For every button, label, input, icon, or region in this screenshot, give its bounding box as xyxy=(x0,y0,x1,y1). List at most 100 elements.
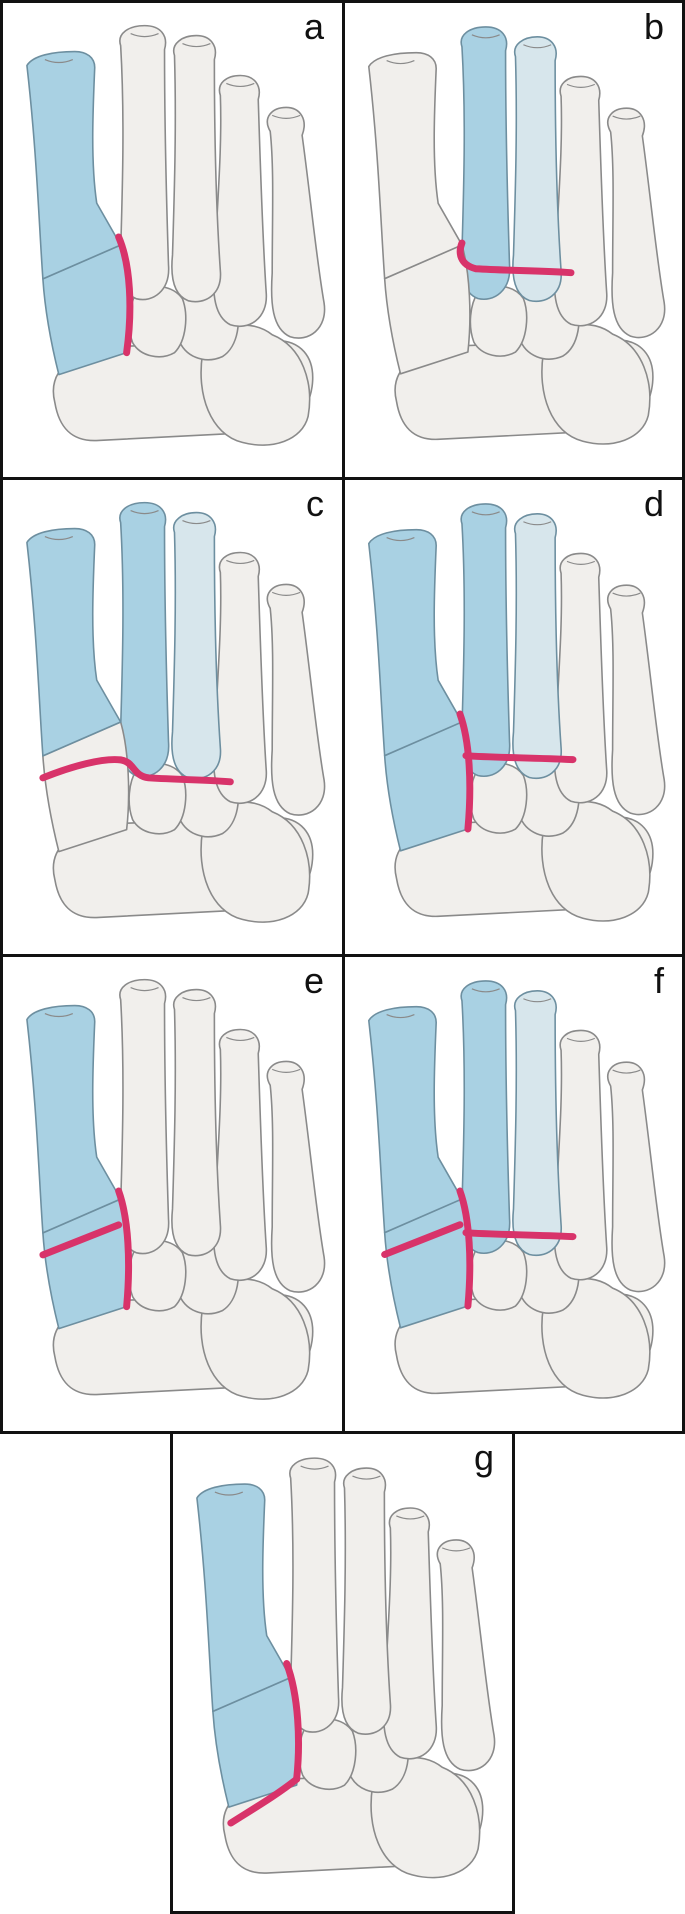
incision-line xyxy=(456,1187,474,1310)
first-metatarsal-bone xyxy=(196,1483,292,1713)
foot-diagram xyxy=(26,501,326,923)
medial-cuneiform-bone xyxy=(42,721,130,853)
second-metatarsal-bone xyxy=(119,978,170,1255)
bone-head-contour xyxy=(130,510,159,515)
bone-head-contour xyxy=(396,1515,425,1520)
fourth-metatarsal-bone xyxy=(212,551,268,804)
fourth-metatarsal-bone xyxy=(212,1028,268,1281)
fourth-metatarsal-bone xyxy=(553,75,608,327)
foot-diagram xyxy=(367,503,666,922)
panel-label: e xyxy=(303,960,324,1001)
bone-head-contour xyxy=(612,115,641,120)
lateral-tarsal-bone xyxy=(200,801,311,923)
bone-head-contour xyxy=(471,511,500,516)
incision-line xyxy=(381,1221,464,1258)
panel-b: b xyxy=(342,0,685,480)
third-metatarsal-bone xyxy=(512,513,562,780)
foot-diagram xyxy=(196,1457,496,1879)
bone-head-contour xyxy=(386,1014,415,1019)
third-metatarsal-bone xyxy=(171,988,222,1257)
bone-head-contour xyxy=(226,559,255,565)
bone-head-contour xyxy=(471,988,500,993)
second-metatarsal-bone xyxy=(119,501,170,778)
first-metatarsal-bone xyxy=(367,1005,463,1234)
panel-c: c xyxy=(0,477,345,957)
bone-head-contour xyxy=(352,1475,381,1480)
bone-head-contour xyxy=(271,591,301,596)
second-metatarsal-bone xyxy=(460,980,511,1255)
third-metatarsal-bone xyxy=(171,34,222,303)
panel-e: e xyxy=(0,954,345,1434)
bone-head-contour xyxy=(271,114,301,119)
second-metatarsal-bone xyxy=(460,26,511,301)
fourth-metatarsal-bone xyxy=(553,552,608,804)
bone-head-contour xyxy=(566,83,596,88)
fourth-metatarsal-bone xyxy=(382,1507,438,1760)
first-metatarsal-bone xyxy=(26,1004,122,1234)
incision-line xyxy=(462,1229,577,1241)
fifth-metatarsal-bone xyxy=(607,584,666,816)
intermediate-cuneiform-bone xyxy=(469,285,528,357)
bone-head-contour xyxy=(44,535,74,541)
bone-head-contour xyxy=(226,82,255,88)
panel-label: f xyxy=(653,960,664,1001)
second-metatarsal-bone xyxy=(289,1457,340,1733)
lateral-tarsal-bone xyxy=(541,323,651,445)
incision-line xyxy=(39,756,234,786)
panel-label: g xyxy=(473,1437,494,1478)
bone-head-contour xyxy=(44,1012,74,1018)
first-metatarsal-bone xyxy=(26,527,122,757)
foot-diagram xyxy=(26,24,326,446)
fourth-metatarsal-bone xyxy=(212,74,268,327)
second-metatarsal-bone xyxy=(119,24,170,301)
incision-line xyxy=(39,1221,123,1259)
bone-head-contour xyxy=(566,560,596,565)
fifth-metatarsal-bone xyxy=(607,107,666,339)
bone-head-contour xyxy=(612,592,641,597)
bone-head-contour xyxy=(214,1491,244,1496)
panel-label: b xyxy=(643,6,664,47)
incision-line xyxy=(456,710,474,833)
foot-diagram xyxy=(367,980,666,1399)
lateral-tarsal-bone xyxy=(541,1277,651,1399)
fifth-metatarsal-bone xyxy=(607,1061,666,1293)
bone-head-contour xyxy=(182,43,211,48)
panel-f: f xyxy=(342,954,685,1434)
bone-head-contour xyxy=(386,60,415,65)
third-metatarsal-bone xyxy=(512,36,562,303)
bone-head-contour xyxy=(271,1068,301,1073)
first-metatarsal-bone xyxy=(26,50,122,280)
lateral-tarsal-bone xyxy=(541,800,651,922)
bone-head-contour xyxy=(300,1465,329,1470)
bone-head-contour xyxy=(471,34,500,39)
fifth-metatarsal-bone xyxy=(266,583,326,816)
incision-line xyxy=(462,752,577,764)
lateral-tarsal-bone xyxy=(200,1278,311,1400)
bone-head-contour xyxy=(441,1547,471,1552)
incision-line xyxy=(115,1187,133,1311)
foot-diagram xyxy=(367,26,666,445)
first-metatarsal-bone xyxy=(367,51,463,280)
bone-head-contour xyxy=(566,1037,596,1042)
foot-diagram xyxy=(26,978,326,1400)
third-metatarsal-bone xyxy=(341,1467,392,1735)
panel-label: d xyxy=(643,483,664,524)
panel-g: g xyxy=(170,1431,515,1914)
panel-d: d xyxy=(342,477,685,957)
bone-head-contour xyxy=(523,521,552,526)
fifth-metatarsal-bone xyxy=(266,1060,326,1293)
bone-head-contour xyxy=(386,537,415,542)
incision-line xyxy=(456,239,575,277)
panel-label: c xyxy=(306,483,324,524)
bone-head-contour xyxy=(523,44,552,49)
third-metatarsal-bone xyxy=(171,511,222,780)
bone-head-contour xyxy=(182,997,211,1002)
panel-a: a xyxy=(0,0,345,480)
third-metatarsal-bone xyxy=(512,990,562,1257)
bone-head-contour xyxy=(130,33,159,38)
bone-head-contour xyxy=(612,1069,641,1074)
fifth-metatarsal-bone xyxy=(266,106,326,339)
fourth-metatarsal-bone xyxy=(553,1029,608,1281)
bone-head-contour xyxy=(523,998,552,1003)
